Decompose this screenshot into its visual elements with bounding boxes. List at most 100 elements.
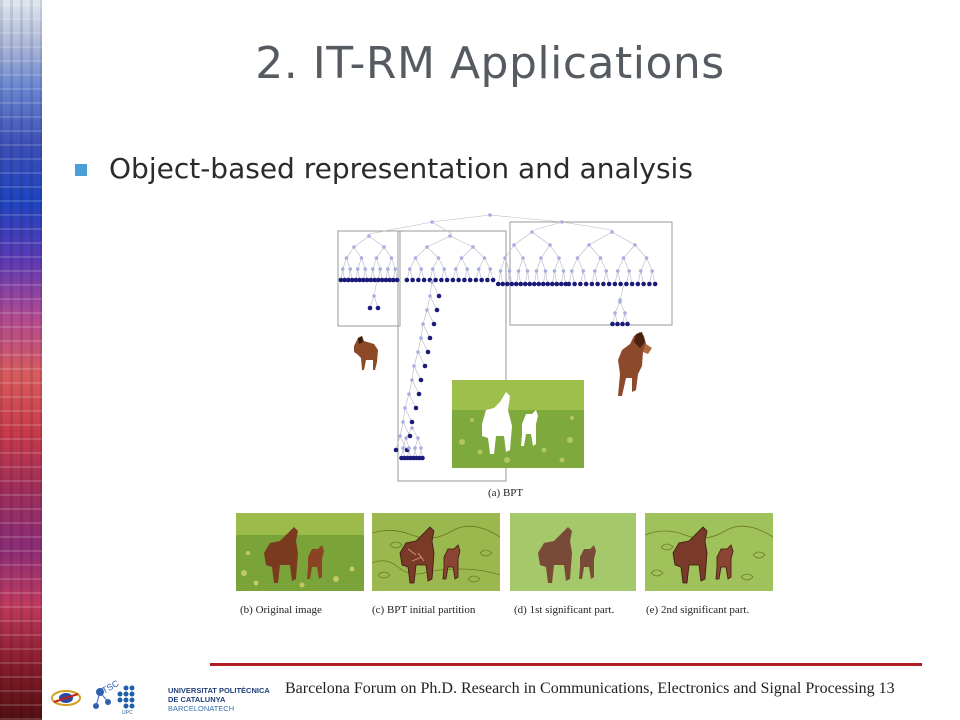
tree-leaf-node xyxy=(635,281,641,287)
tree-internal-node xyxy=(638,269,643,273)
tree-leaf-node xyxy=(572,281,577,287)
tree-internal-node xyxy=(430,267,435,271)
tree-internal-node xyxy=(430,280,434,284)
page-number: 13 xyxy=(878,680,895,697)
tree-leaf-node xyxy=(641,281,646,287)
tree-internal-node xyxy=(512,243,516,247)
tree-leaf-node xyxy=(509,281,515,287)
bpt-initial-partition-image xyxy=(372,513,500,591)
tree-internal-node xyxy=(407,446,411,450)
tree-leaf-node xyxy=(652,281,658,287)
tree-leaf-node xyxy=(394,277,400,283)
original-image xyxy=(236,513,364,591)
tree-internal-node xyxy=(581,269,586,273)
tree-leaf-node xyxy=(421,277,427,283)
tree-leaf-node xyxy=(372,277,377,283)
tree-leaf-node xyxy=(379,277,385,283)
tree-leaf-node xyxy=(601,281,606,287)
upc-name-line1: UNIVERSITAT POLITÈCNICA xyxy=(168,686,270,695)
tree-leaf-node xyxy=(431,321,437,327)
second-significant-partition-image xyxy=(645,513,773,591)
tree-internal-node xyxy=(516,269,521,273)
bullet-text: Object-based representation and analysis xyxy=(109,152,693,185)
tree-leaf-node xyxy=(647,281,652,287)
institution-logos: TSC UPC UNIVERSITAT POLITÈCNICA DE CATAL… xyxy=(48,680,273,716)
footer-text: Barcelona Forum on Ph.D. Research in Com… xyxy=(285,680,875,697)
footer: Barcelona Forum on Ph.D. Research in Com… xyxy=(285,680,895,698)
tree-internal-node xyxy=(507,269,512,273)
tree-leaf-node xyxy=(439,277,444,283)
tree-leaf-node xyxy=(420,455,425,461)
tree-internal-node xyxy=(389,256,394,260)
tree-internal-node xyxy=(352,245,356,249)
tree-leaf-node xyxy=(624,281,629,287)
tree-internal-node xyxy=(618,300,622,304)
tree-internal-node xyxy=(557,256,561,260)
upc-name-line3: BARCELONATECH xyxy=(168,704,235,713)
caption-d: (d) 1st significant part. xyxy=(514,604,615,616)
tree-leaf-node xyxy=(433,277,438,283)
tree-internal-node xyxy=(521,256,525,260)
tree-leaf-node xyxy=(418,377,424,383)
tree-internal-node xyxy=(430,220,434,224)
tree-internal-node xyxy=(416,436,420,440)
tree-leaf-node xyxy=(444,277,450,283)
tree-leaf-node xyxy=(583,281,589,287)
tree-internal-node xyxy=(404,436,408,440)
tree-leaf-node xyxy=(485,277,490,283)
tree-internal-node xyxy=(534,269,539,273)
tree-leaf-node xyxy=(407,433,413,439)
tree-internal-node xyxy=(442,267,447,271)
tree-leaf-node xyxy=(413,405,419,411)
tree-leaf-node xyxy=(578,281,583,287)
tree-leaf-node xyxy=(612,281,618,287)
tree-leaf-node xyxy=(422,363,428,369)
tree-leaf-node xyxy=(409,419,415,425)
tree-internal-node xyxy=(359,256,364,260)
tree-internal-node xyxy=(548,243,552,247)
tree-internal-node xyxy=(401,420,405,424)
tree-leaf-node xyxy=(456,277,461,283)
tree-leaf-node xyxy=(393,447,399,453)
tree-leaf-node xyxy=(606,281,612,287)
upc-name-line2: DE CATALUNYA xyxy=(168,695,226,704)
tree-leaf-node xyxy=(434,307,440,313)
tree-leaf-node xyxy=(536,281,542,287)
tree-leaf-node xyxy=(346,277,351,283)
tree-leaf-node xyxy=(364,277,370,283)
tree-leaf-node xyxy=(610,321,615,327)
tree-internal-node xyxy=(355,267,360,271)
tree-internal-node xyxy=(592,269,597,273)
tree-internal-node xyxy=(488,267,493,271)
tree-leaf-node xyxy=(353,277,359,283)
bpt-foreground-image xyxy=(452,380,584,468)
tree-leaf-node xyxy=(450,277,456,283)
tree-leaf-node xyxy=(349,277,355,283)
tree-internal-node xyxy=(425,245,429,249)
bpt-figure: (a) BPT (b) Original image (c) BPT initi… xyxy=(232,208,777,620)
tree-internal-node xyxy=(610,230,614,234)
tree-leaf-node xyxy=(404,277,410,283)
tree-leaf-node xyxy=(425,349,431,355)
tree-leaf-node xyxy=(361,277,366,283)
tree-internal-node xyxy=(436,256,441,260)
tree-internal-node xyxy=(560,220,564,224)
tree-internal-node xyxy=(525,269,530,273)
subtree-frame xyxy=(337,230,401,327)
tree-internal-node xyxy=(650,269,655,273)
tree-leaf-node xyxy=(545,281,551,287)
tree-leaf-node xyxy=(479,277,484,283)
subtree-frame xyxy=(509,221,673,326)
tree-leaf-node xyxy=(387,277,392,283)
tree-internal-node xyxy=(459,256,464,260)
tree-internal-node xyxy=(410,378,414,382)
tree-internal-node xyxy=(428,294,432,298)
tree-internal-node xyxy=(407,267,412,271)
tree-leaf-node xyxy=(416,277,421,283)
tree-internal-node xyxy=(413,446,417,450)
tree-internal-node xyxy=(412,364,416,368)
tree-internal-node xyxy=(403,406,407,410)
subtree-frame xyxy=(397,230,507,482)
tree-internal-node xyxy=(561,269,566,273)
tree-leaf-node xyxy=(522,281,528,287)
